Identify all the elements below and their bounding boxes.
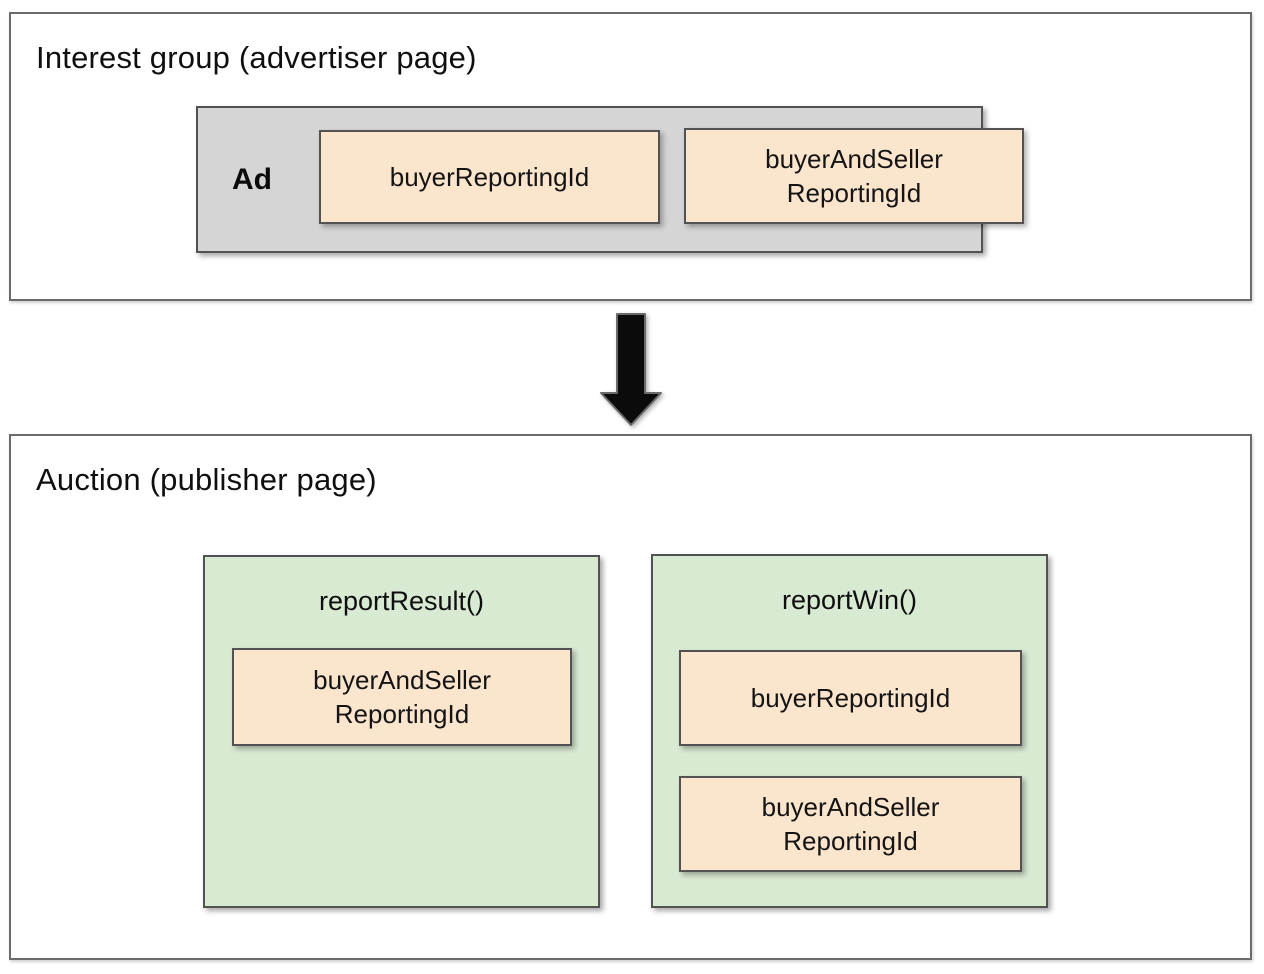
report-win-box: reportWin() buyerReportingId buyerAndSel… [651,554,1048,908]
interest-group-title: Interest group (advertiser page) [36,40,477,75]
chip-text-line: buyerAndSeller [765,144,943,174]
chip-text-line: buyerReportingId [750,683,951,713]
chip-text-line: ReportingId [334,699,470,729]
chip-text-line: ReportingId [783,826,918,856]
ad-box: Ad buyerReportingId buyerAndSeller Repor… [196,106,1024,253]
report-result-box: reportResult() buyerAndSeller ReportingI… [203,555,600,908]
chip-text-line: buyerAndSeller [761,792,940,822]
auction-panel: Auction (publisher page) reportResult() … [9,434,1252,960]
chip-buyer-reporting-id: buyerReportingId [319,130,660,224]
report-result-label: reportResult() [318,586,485,616]
interest-group-panel: Interest group (advertiser page) Ad buye… [9,12,1252,301]
chip-text-line: buyerReportingId [389,162,590,192]
auction-title: Auction (publisher page) [36,462,377,497]
report-win-label: reportWin() [781,585,917,615]
chip-buyer-reporting-id: buyerReportingId [679,650,1022,746]
chip-text-line: buyerAndSeller [313,665,491,695]
chip-buyer-and-seller-reporting-id: buyerAndSeller ReportingId [679,776,1022,872]
ad-label: Ad [232,162,272,196]
down-arrow-icon [598,313,664,427]
chip-text-line: ReportingId [786,178,922,208]
chip-buyer-and-seller-reporting-id: buyerAndSeller ReportingId [232,648,572,746]
chip-buyer-and-seller-reporting-id: buyerAndSeller ReportingId [684,128,1024,224]
